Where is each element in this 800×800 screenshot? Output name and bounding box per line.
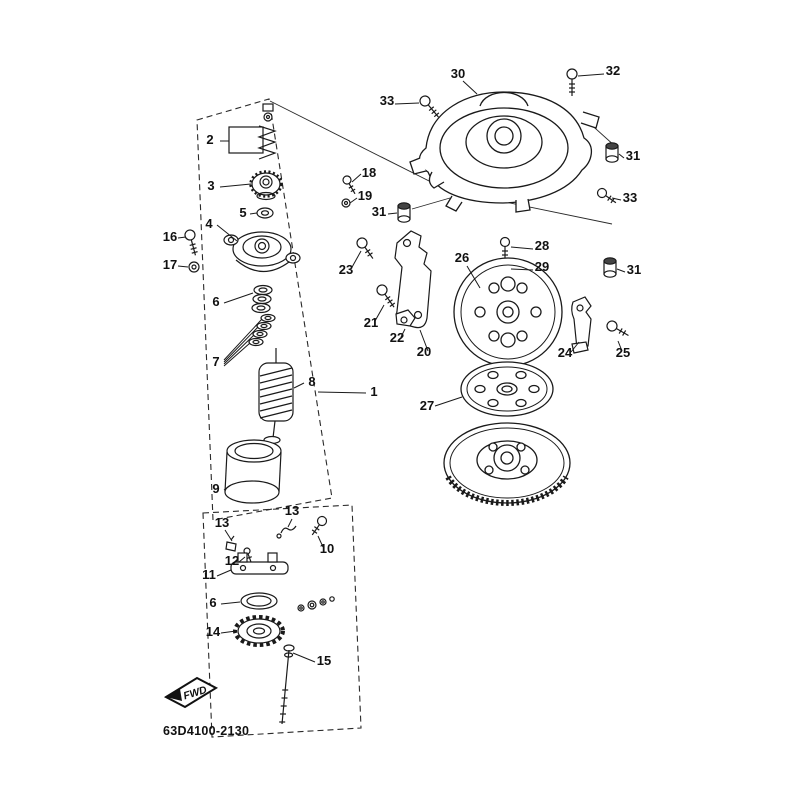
part-number-label: 23 xyxy=(339,262,353,277)
through-bolt-15 xyxy=(279,644,295,725)
part-number-label: 9 xyxy=(212,481,219,496)
part-number-label: 15 xyxy=(317,653,331,668)
armature-8 xyxy=(258,348,294,451)
lower-boundary-box xyxy=(202,504,362,738)
part-number-label: 31 xyxy=(372,204,386,219)
part-number-label: 17 xyxy=(163,257,177,272)
part-number-label: 25 xyxy=(616,345,630,360)
part-number-label: 33 xyxy=(380,93,394,108)
part-number-label: 2 xyxy=(206,132,213,147)
part-number-label: 22 xyxy=(390,330,404,345)
part-number-label: 7 xyxy=(212,354,219,369)
part-number-label: 32 xyxy=(606,63,620,78)
part-number-label: 20 xyxy=(417,344,431,359)
clip-13-left xyxy=(225,535,237,552)
spring-2 xyxy=(228,103,277,160)
bracket-22 xyxy=(395,309,416,327)
part-number-label: 27 xyxy=(420,398,434,413)
part-number-label: 31 xyxy=(626,148,640,163)
washers-6-upper xyxy=(251,284,273,314)
yoke-housing-9 xyxy=(224,439,282,504)
flywheel-cover xyxy=(409,91,600,213)
part-number-label: 18 xyxy=(362,165,376,180)
part-number-label: 28 xyxy=(535,238,549,253)
part-number-label: 4 xyxy=(205,216,213,231)
fwd-marker: FWD xyxy=(163,676,219,709)
spring-13-right xyxy=(276,525,297,539)
part-number-label: 16 xyxy=(163,229,177,244)
o-rings xyxy=(297,596,335,612)
part-number-label: 1 xyxy=(370,384,377,399)
flywheel xyxy=(443,422,571,506)
part-number-label: 26 xyxy=(455,250,469,265)
part-number-label: 29 xyxy=(535,259,549,274)
leader-lines xyxy=(177,73,626,663)
part-number-label: 8 xyxy=(308,374,315,389)
screw-10 xyxy=(311,515,328,536)
bolt-32 xyxy=(566,68,578,96)
screw-12 xyxy=(243,547,252,563)
pinion-stopper-3 xyxy=(249,170,283,201)
part-number-label: 12 xyxy=(225,553,239,568)
clip-5 xyxy=(256,207,274,219)
bolt-23 xyxy=(356,237,374,259)
part-number-label: 19 xyxy=(358,188,372,203)
ring-gear-26 xyxy=(453,257,563,367)
spacer-31-a xyxy=(605,142,619,163)
part-number-label: 31 xyxy=(627,262,641,277)
starter-boundary-box xyxy=(196,98,333,521)
bolt-33-right xyxy=(596,187,617,204)
part-number-label: 21 xyxy=(364,315,378,330)
bolt-28 xyxy=(499,236,511,260)
bolt-16 xyxy=(184,229,198,256)
part-number-label: 13 xyxy=(215,515,229,530)
washer-19 xyxy=(341,198,351,208)
bolt-18 xyxy=(342,175,356,195)
cap-6-lower xyxy=(240,592,278,610)
drive-housing-4 xyxy=(223,231,301,273)
spacer-31-c xyxy=(603,257,617,278)
part-number-label: 3 xyxy=(207,178,214,193)
part-number-label: 14 xyxy=(206,624,221,639)
part-number-label: 24 xyxy=(558,345,573,360)
end-cap-14 xyxy=(233,615,285,647)
brush-holder-11 xyxy=(230,552,289,575)
plate-27 xyxy=(460,361,554,417)
diagram-code: 63D4100-2130 xyxy=(163,724,249,738)
part-number-label: 5 xyxy=(239,205,246,220)
callout-labels: 2 3 18 19 5 4 16 17 6 7 8 1 9 13 13 10 1… xyxy=(163,63,641,668)
part-number-label: 11 xyxy=(202,567,216,582)
part-number-label: 10 xyxy=(320,541,334,556)
bolt-21 xyxy=(376,284,396,308)
shim-stack-7 xyxy=(248,313,276,347)
fwd-arrow-icon xyxy=(166,689,182,701)
spacer-31-b xyxy=(397,202,411,223)
washer-17 xyxy=(188,261,200,273)
part-number-label: 33 xyxy=(623,190,637,205)
bolt-33-left xyxy=(419,95,440,118)
part-number-label: 6 xyxy=(212,294,219,309)
part-number-label: 6 xyxy=(209,595,216,610)
part-number-label: 30 xyxy=(451,66,465,81)
part-number-label: 13 xyxy=(285,503,299,518)
bracket-24 xyxy=(571,296,592,354)
bolt-25 xyxy=(606,320,629,337)
